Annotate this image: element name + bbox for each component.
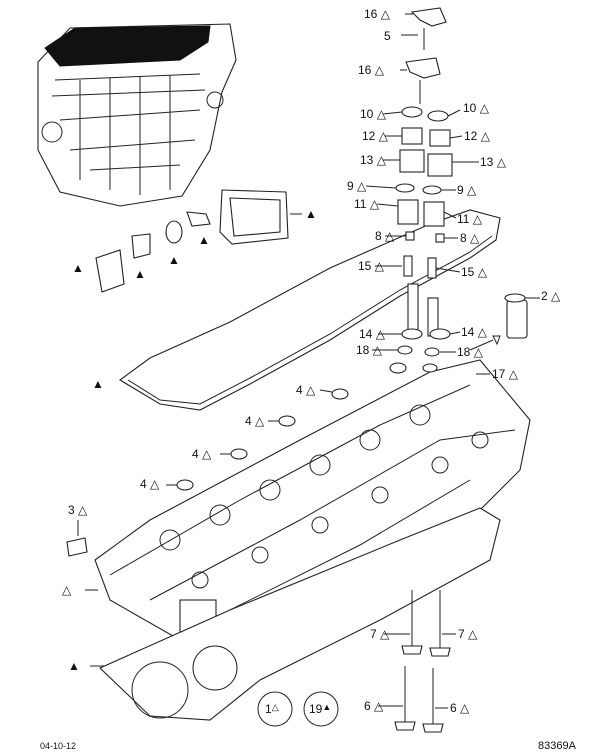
filled-triangle-marker: ▲ <box>134 267 146 281</box>
filled-triangle-marker: ▲ <box>168 253 180 267</box>
callout-7-left: 7 △ <box>370 627 390 641</box>
reference-label-1: 1△ <box>265 702 279 716</box>
open-triangle-marker: △ <box>62 583 72 597</box>
callout-6-left: 6 △ <box>364 699 384 713</box>
date-code: 04-10-12 <box>40 741 77 751</box>
filled-triangle-marker: ▲ <box>68 659 80 673</box>
callout-13-right: 13 △ <box>480 155 506 169</box>
callout-6-right: 6 △ <box>450 701 470 715</box>
small-gaskets <box>95 189 302 293</box>
callout-16-top: 16 △ <box>364 7 390 21</box>
callout-4-a: 4 △ <box>296 383 316 397</box>
callout-12-right: 12 △ <box>464 129 490 143</box>
reference-circle-19 <box>303 691 339 727</box>
callout-18-left: 18 △ <box>356 343 382 357</box>
callout-9-right: 9 △ <box>457 183 477 197</box>
callout-4-d: 4 △ <box>140 477 160 491</box>
callout-14-left: 14 △ <box>359 327 385 341</box>
callout-4-b: 4 △ <box>245 414 265 428</box>
callout-13-left: 13 △ <box>360 153 386 167</box>
callout-10-left: 10 △ <box>360 107 386 121</box>
callout-10-right: 10 △ <box>463 101 489 115</box>
valves <box>394 590 451 733</box>
reference-circle-1 <box>257 691 293 727</box>
callout-8-left: 8 △ <box>375 229 395 243</box>
callout-11-left: 11 △ <box>354 197 380 211</box>
callout-5: 5 <box>384 29 391 43</box>
callout-15-left: 15 △ <box>358 259 384 273</box>
filled-triangle-marker: ▲ <box>305 207 317 221</box>
callout-9-left: 9 △ <box>347 179 367 193</box>
diagram-id: 83369A <box>538 740 576 752</box>
filled-triangle-marker: ▲ <box>72 261 84 275</box>
callout-14-right: 14 △ <box>461 325 487 339</box>
callout-17: 17 △ <box>492 367 518 381</box>
callout-7-right: 7 △ <box>458 627 478 641</box>
engine-thumbnail <box>37 23 237 207</box>
callout-4-c: 4 △ <box>192 447 212 461</box>
callout-15-right: 15 △ <box>461 265 487 279</box>
callout-2: 2 △ <box>541 289 561 303</box>
callout-18-right: 18 △ <box>457 345 483 359</box>
callout-16: 16 △ <box>358 63 384 77</box>
leader-lines <box>77 13 540 709</box>
callout-12-left: 12 △ <box>362 129 388 143</box>
seals <box>66 362 438 557</box>
filled-triangle-marker: ▲ <box>198 233 210 247</box>
reference-label-19: 19▲ <box>309 702 332 716</box>
callout-3: 3 △ <box>68 503 88 517</box>
callout-11-right: 11 △ <box>457 212 483 226</box>
filled-triangle-marker: ▲ <box>92 377 104 391</box>
callout-8-right: 8 △ <box>460 231 480 245</box>
valve-train-parts <box>395 7 528 381</box>
head-gasket <box>99 507 501 721</box>
